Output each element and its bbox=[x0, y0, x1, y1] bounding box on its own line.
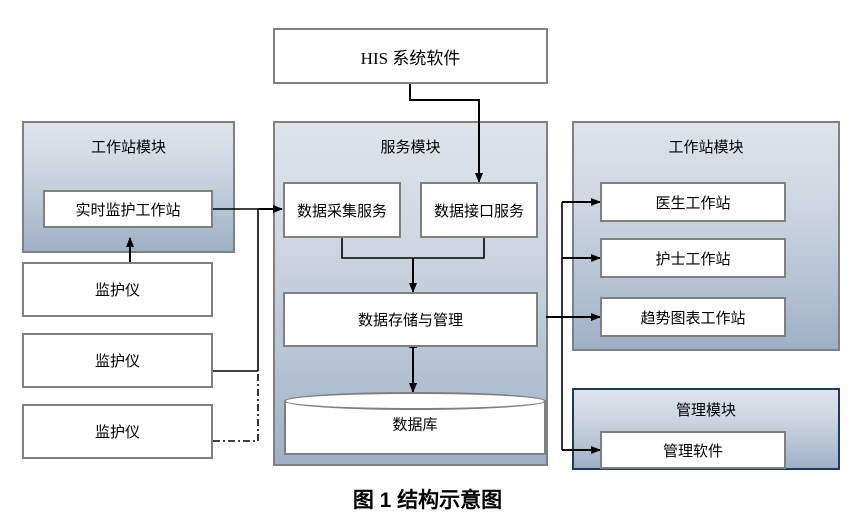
data-interface-service-box[interactable]: 数据接口服务 bbox=[420, 182, 538, 238]
connector-monitor3-dashed-to-bus bbox=[213, 371, 259, 442]
trend-chart-workstation-box[interactable]: 趋势图表工作站 bbox=[600, 297, 786, 337]
his-system-box[interactable]: HIS 系统软件 bbox=[273, 28, 548, 84]
monitor-device-3-box[interactable]: 监护仪 bbox=[22, 404, 213, 459]
figure-caption: 图 1 结构示意图 bbox=[352, 489, 503, 512]
monitor-device-3-label: 监护仪 bbox=[94, 424, 140, 441]
data-storage-management-box[interactable]: 数据存储与管理 bbox=[283, 292, 538, 347]
data-storage-management-label: 数据存储与管理 bbox=[357, 312, 463, 329]
trend-chart-workstation-label: 趋势图表工作站 bbox=[640, 309, 746, 327]
doctor-workstation-label: 医生工作站 bbox=[655, 194, 731, 212]
left-workstation-module-panel: 工作站模块 bbox=[22, 121, 235, 253]
right-workstation-module-title: 工作站模块 bbox=[668, 139, 744, 156]
database-cylinder-top bbox=[284, 392, 546, 410]
realtime-monitor-station-label: 实时监护工作站 bbox=[75, 201, 181, 219]
service-module-title: 服务模块 bbox=[380, 139, 441, 156]
database-cylinder-body bbox=[284, 401, 546, 455]
data-collection-service-label: 数据采集服务 bbox=[296, 202, 387, 220]
data-collection-service-box[interactable]: 数据采集服务 bbox=[283, 182, 401, 238]
realtime-monitor-station-box[interactable]: 实时监护工作站 bbox=[43, 190, 213, 228]
left-workstation-module-title: 工作站模块 bbox=[90, 139, 166, 156]
data-interface-service-label: 数据接口服务 bbox=[433, 202, 524, 220]
nurse-workstation-box[interactable]: 护士工作站 bbox=[600, 238, 786, 278]
nurse-workstation-label: 护士工作站 bbox=[655, 250, 731, 268]
doctor-workstation-box[interactable]: 医生工作站 bbox=[600, 182, 786, 222]
database-cylinder[interactable]: 数据库 bbox=[284, 392, 546, 455]
monitor-device-1-box[interactable]: 监护仪 bbox=[22, 262, 213, 317]
monitor-device-1-label: 监护仪 bbox=[94, 282, 140, 299]
admin-software-label: 管理软件 bbox=[662, 442, 723, 460]
monitor-device-2-label: 监护仪 bbox=[94, 353, 140, 370]
admin-module-title: 管理模块 bbox=[675, 402, 736, 419]
admin-software-box[interactable]: 管理软件 bbox=[600, 431, 786, 469]
his-system-label: HIS 系统软件 bbox=[360, 48, 461, 68]
database-label: 数据库 bbox=[392, 416, 438, 433]
monitor-device-2-box[interactable]: 监护仪 bbox=[22, 333, 213, 388]
